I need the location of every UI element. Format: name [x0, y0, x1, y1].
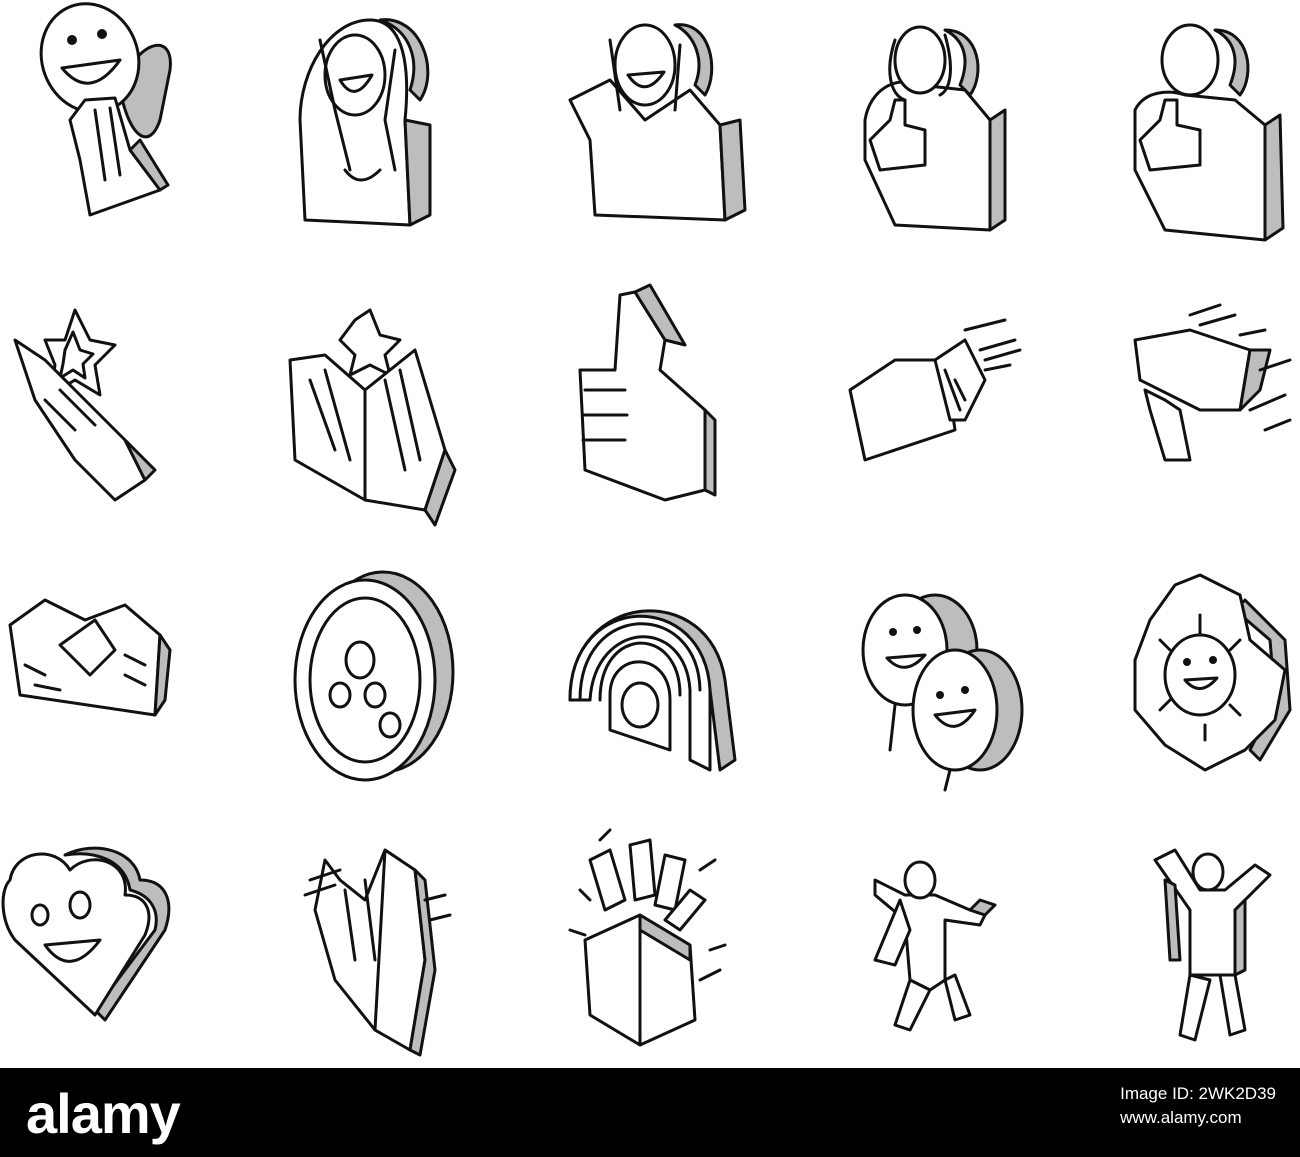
heart-hands-icon — [8, 598, 172, 717]
round-button-icon — [293, 570, 455, 782]
high-five-hands-icon — [303, 848, 452, 1057]
isometric-icon-set — [1, 2, 1292, 1057]
image-id-label: Image ID: 2WK2D39 — [1120, 1084, 1276, 1103]
site-link[interactable]: www.alamy.com — [1120, 1108, 1242, 1127]
man-covering-face-icon — [568, 23, 747, 222]
jumping-woman-icon — [873, 860, 997, 1032]
jumping-man-icon — [1153, 848, 1272, 1042]
man-thumbs-up-icon — [1133, 23, 1285, 242]
thumbs-up-hand-icon — [578, 283, 717, 502]
smiling-balloons-icon — [861, 593, 1024, 792]
hands-fist-bump-icon — [1133, 303, 1292, 462]
laughing-face-sign-icon — [39, 2, 172, 217]
brand-logo: alamy — [26, 1082, 181, 1145]
image-meta: Image ID: 2WK2D39 www.alamy.com — [1120, 1082, 1276, 1130]
woman-covering-face-icon — [298, 18, 432, 227]
hand-holding-star-icon — [13, 308, 157, 502]
fist-bump-icon — [848, 318, 1022, 462]
surprise-gift-box-icon — [568, 828, 727, 1047]
rainbow-icon — [568, 609, 737, 772]
hands-holding-star-icon — [288, 308, 457, 527]
footer-bar: alamy Image ID: 2WK2D39 www.alamy.com — [0, 1068, 1300, 1157]
woman-thumbs-up-icon — [863, 25, 1007, 232]
smiling-flower-icon — [1133, 573, 1292, 772]
smiling-heart-icon — [1, 846, 171, 1022]
